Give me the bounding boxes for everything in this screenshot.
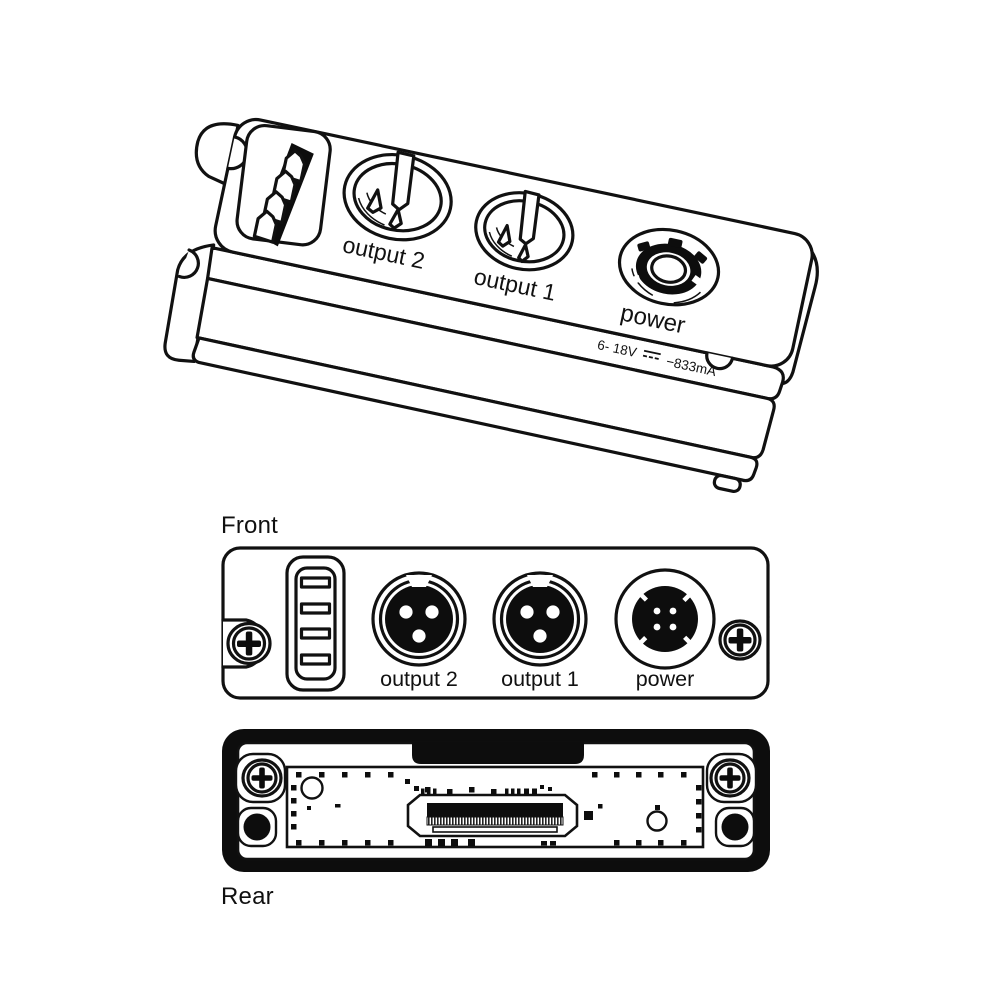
power-connector-3d — [617, 227, 721, 307]
phillips-screw-rear-right-icon — [705, 752, 758, 804]
rear-view-title: Rear — [221, 883, 274, 910]
circuit-board — [285, 765, 705, 849]
device-bottom-strip — [191, 336, 759, 483]
board-hole-left — [300, 776, 324, 800]
rear-panel-view — [222, 729, 770, 872]
dc-symbol-icon — [642, 349, 661, 360]
board-connector — [406, 788, 579, 838]
mounting-hole-right — [714, 806, 756, 848]
xlr-output2-front — [371, 571, 467, 667]
power-connector-front — [614, 568, 716, 670]
pcb-component-dots — [291, 772, 702, 846]
xlr-output2-3d — [342, 150, 453, 242]
device-left-end — [163, 243, 216, 364]
output2-label-front: output 2 — [380, 667, 458, 691]
board-hole-right — [646, 810, 668, 832]
phillips-screw-left-icon — [221, 618, 272, 669]
screw-notch-left-lower — [177, 248, 200, 279]
mounting-hole-left — [236, 806, 278, 848]
phillips-screw-rear-left-icon — [234, 752, 287, 804]
front-view-title: Front — [221, 512, 279, 539]
xlr-output1-front — [492, 571, 588, 667]
vent-slots — [285, 555, 346, 692]
xlr-output1-3d — [474, 189, 575, 272]
device-foot — [712, 473, 742, 494]
mounting-fins-3d — [235, 123, 332, 247]
screw-notch-right — [705, 351, 735, 371]
phillips-screw-right-icon — [718, 619, 762, 661]
device-3d-view: output 2 output 1 power 6- 18V −833mA — [163, 117, 819, 494]
output1-label-front: output 1 — [501, 667, 579, 691]
front-panel-view: output 2 output 1 power — [221, 546, 770, 700]
power-label-front: power — [636, 667, 695, 691]
rear-top-slot — [412, 742, 584, 764]
